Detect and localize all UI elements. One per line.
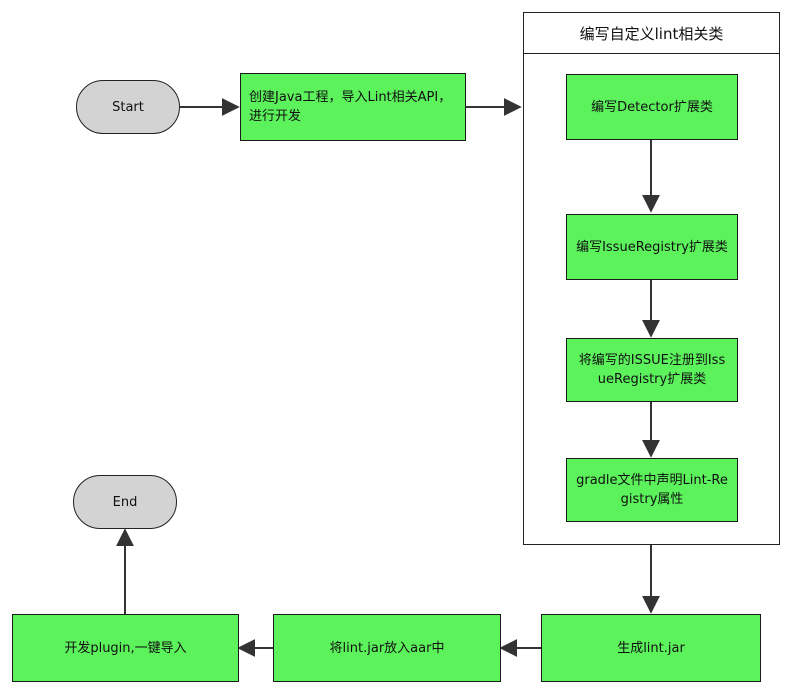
group-title: 编写自定义lint相关类 — [523, 12, 780, 54]
create-java-project-node: 创建Java工程，导入Lint相关API，进行开发 — [240, 73, 466, 141]
gradle-declare-node: gradle文件中声明Lint-Registry属性 — [566, 458, 738, 522]
put-into-aar-node: 将lint.jar放入aar中 — [273, 614, 501, 682]
register-issue-node: 将编写的ISSUE注册到IssueRegistry扩展类 — [566, 338, 738, 402]
start-node: Start — [76, 80, 180, 134]
plugin-import-node: 开发plugin,一键导入 — [12, 614, 239, 682]
generate-jar-node: 生成lint.jar — [541, 614, 761, 682]
end-node: End — [73, 475, 177, 529]
issue-registry-node: 编写IssueRegistry扩展类 — [566, 214, 738, 280]
detector-node: 编写Detector扩展类 — [566, 74, 738, 140]
